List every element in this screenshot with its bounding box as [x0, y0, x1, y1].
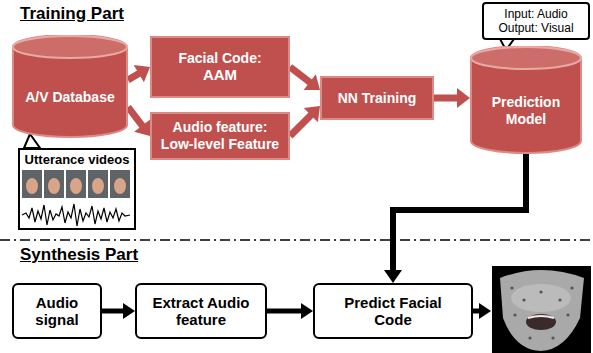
video-frame: [110, 170, 130, 198]
mesh-dot: [539, 290, 542, 293]
arrow-shaft: [434, 95, 458, 102]
arrow-head: [301, 303, 313, 319]
arrow-shaft: [290, 114, 312, 136]
node-text: Audio feature:: [173, 119, 268, 136]
arrow-shaft: [128, 107, 143, 126]
separator-line: [0, 239, 593, 241]
node-text: Input: Audio: [504, 7, 567, 21]
face-highlight: [511, 284, 571, 312]
audio-waveform: [22, 204, 130, 226]
arrow-head: [134, 65, 150, 82]
flow-arrow: [102, 303, 135, 319]
arrow-shaft: [267, 309, 302, 314]
mesh-dot: [551, 336, 554, 339]
node-text: NN Training: [338, 90, 417, 107]
node-text: A/V Database: [25, 89, 114, 106]
arrow-head: [384, 270, 402, 283]
flow-arrow: [267, 303, 313, 319]
mesh-dot: [558, 298, 561, 301]
process-box: Audio feature:Low-level Feature: [150, 112, 290, 160]
mesh-dot: [513, 313, 516, 316]
video-frame: [44, 170, 64, 198]
node-text: Audio signal: [20, 294, 94, 329]
flow-arrow: [434, 88, 470, 108]
node-text: Predict Facial Code: [343, 294, 443, 329]
arrow-head: [457, 88, 470, 108]
video-frame: [88, 170, 108, 198]
cylinder-outline: [12, 35, 128, 138]
flow-arrow: [128, 65, 150, 82]
process-box: NN Training: [320, 76, 434, 120]
video-frames: [22, 170, 130, 198]
node-text: Extract Audio feature: [143, 294, 259, 329]
cylinder-body: [13, 35, 127, 137]
process-box: Audio signal: [12, 283, 102, 339]
video-callout: Utterance videos: [18, 148, 136, 230]
node-text: Low-level Feature: [161, 136, 279, 153]
node-text: AAM: [203, 66, 237, 84]
video-frame: [22, 170, 42, 198]
process-box: Facial Code:AAM: [150, 36, 290, 98]
mesh-dot: [522, 298, 525, 301]
face: [92, 178, 104, 194]
arrow-shaft: [393, 154, 526, 271]
flow-arrow: [384, 154, 526, 283]
node-text: Utterance videos: [25, 152, 130, 167]
mesh-dot: [510, 286, 513, 289]
flow-arrow: [290, 106, 320, 136]
face-mesh: [500, 270, 584, 351]
arrow-head: [134, 120, 150, 136]
face: [70, 178, 82, 194]
arrow-head: [123, 303, 135, 319]
process-box: Predict Facial Code: [313, 283, 473, 339]
model-cylinder: Prediction Model: [470, 46, 582, 154]
mesh-dot: [566, 313, 569, 316]
face: [114, 178, 126, 194]
render-background: [492, 266, 591, 353]
node-text: Output: Visual: [498, 21, 573, 35]
cylinder-top: [13, 36, 127, 58]
arrow-shaft: [102, 309, 124, 314]
arrow-head: [304, 74, 320, 90]
note-bubble: Input: AudioOutput: Visual: [482, 2, 590, 40]
arrow-shaft: [128, 73, 140, 80]
database-cylinder: A/V Database: [12, 35, 128, 138]
arrow-shaft: [290, 67, 310, 83]
face: [26, 178, 38, 194]
arrow-shaft: [473, 309, 480, 314]
node-text: Prediction Model: [476, 94, 576, 128]
section-heading: Training Part: [20, 4, 124, 24]
cylinder-top: [471, 47, 581, 69]
face-render: [492, 266, 591, 353]
arrow-head: [479, 303, 491, 319]
bubble-pointer: [24, 134, 40, 148]
section-heading: Synthesis Part: [20, 245, 138, 265]
flow-arrow: [128, 107, 150, 136]
process-box: Extract Audio feature: [135, 283, 267, 339]
flow-arrow: [290, 67, 320, 90]
arrow-head: [304, 106, 320, 122]
mouth: [526, 314, 556, 330]
cylinder-body: [471, 46, 581, 153]
mesh-dot: [570, 286, 573, 289]
mesh-dot: [528, 336, 531, 339]
face: [48, 178, 60, 194]
output-arrow: [473, 303, 491, 319]
node-text: Facial Code:: [178, 50, 261, 67]
teeth: [528, 316, 554, 318]
video-frame: [66, 170, 86, 198]
